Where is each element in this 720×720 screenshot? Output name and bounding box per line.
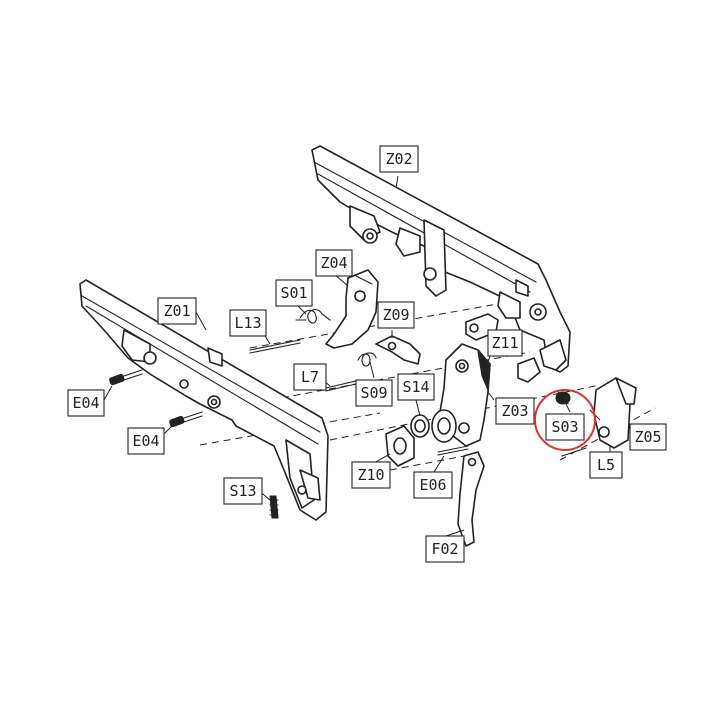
part-s13-spring (269, 495, 279, 519)
label-e04-bottom: E04 (127, 427, 165, 455)
svg-text:Z02: Z02 (385, 150, 412, 168)
label-l13: L13 (229, 309, 267, 337)
part-trigger-disc (431, 409, 457, 443)
label-z04: Z04 (315, 249, 353, 277)
svg-text:S03: S03 (551, 418, 578, 436)
part-z10-bushing (385, 425, 415, 467)
label-z03: Z03 (495, 397, 535, 425)
svg-text:L13: L13 (234, 314, 261, 332)
label-e06: E06 (413, 471, 453, 499)
label-z10: Z10 (351, 461, 391, 489)
svg-text:S14: S14 (402, 378, 429, 396)
label-z02: Z02 (379, 145, 419, 173)
svg-text:Z04: Z04 (320, 254, 347, 272)
part-s14-spring (410, 414, 430, 438)
part-l7-pin (325, 379, 361, 392)
label-s01: S01 (275, 279, 313, 307)
label-z01: Z01 (157, 297, 197, 325)
svg-text:E06: E06 (419, 476, 446, 494)
part-z09-sear (375, 335, 421, 365)
svg-text:S13: S13 (229, 482, 256, 500)
svg-text:Z05: Z05 (634, 428, 661, 446)
highlight-circle (534, 389, 596, 451)
part-z01-left-frame (79, 279, 329, 521)
svg-text:L5: L5 (597, 456, 615, 474)
svg-text:E04: E04 (72, 394, 99, 412)
label-s13: S13 (223, 477, 263, 505)
label-s09: S09 (355, 379, 393, 407)
svg-text:Z11: Z11 (491, 334, 518, 352)
part-e06-pin (437, 445, 469, 456)
svg-text:Z10: Z10 (357, 466, 384, 484)
svg-text:L7: L7 (301, 368, 319, 386)
svg-text:Z01: Z01 (163, 302, 190, 320)
label-f02: F02 (425, 535, 465, 563)
svg-text:Z09: Z09 (382, 306, 409, 324)
part-s01-spring (295, 309, 331, 324)
label-z11: Z11 (487, 329, 523, 357)
svg-text:S01: S01 (280, 284, 307, 302)
svg-text:F02: F02 (431, 540, 458, 558)
part-l5-pin (561, 447, 587, 457)
part-s09-spring (357, 352, 377, 367)
part-z04-hammer (325, 269, 379, 349)
label-s03: S03 (545, 413, 585, 441)
label-e04-top: E04 (67, 389, 105, 417)
part-e04-screw-bottom (169, 411, 203, 428)
svg-text:Z03: Z03 (501, 402, 528, 420)
label-l7: L7 (293, 363, 327, 391)
part-s03-spring (555, 391, 571, 405)
part-l13-pin (249, 339, 301, 354)
part-f02-trigger (457, 451, 485, 547)
part-z05 (593, 377, 637, 449)
label-z05: Z05 (629, 423, 667, 451)
label-l5: L5 (589, 451, 623, 479)
label-s14: S14 (397, 373, 435, 401)
svg-text:S09: S09 (360, 384, 387, 402)
part-e04-screw-top (109, 369, 143, 386)
label-z09: Z09 (377, 301, 415, 329)
svg-text:E04: E04 (132, 432, 159, 450)
